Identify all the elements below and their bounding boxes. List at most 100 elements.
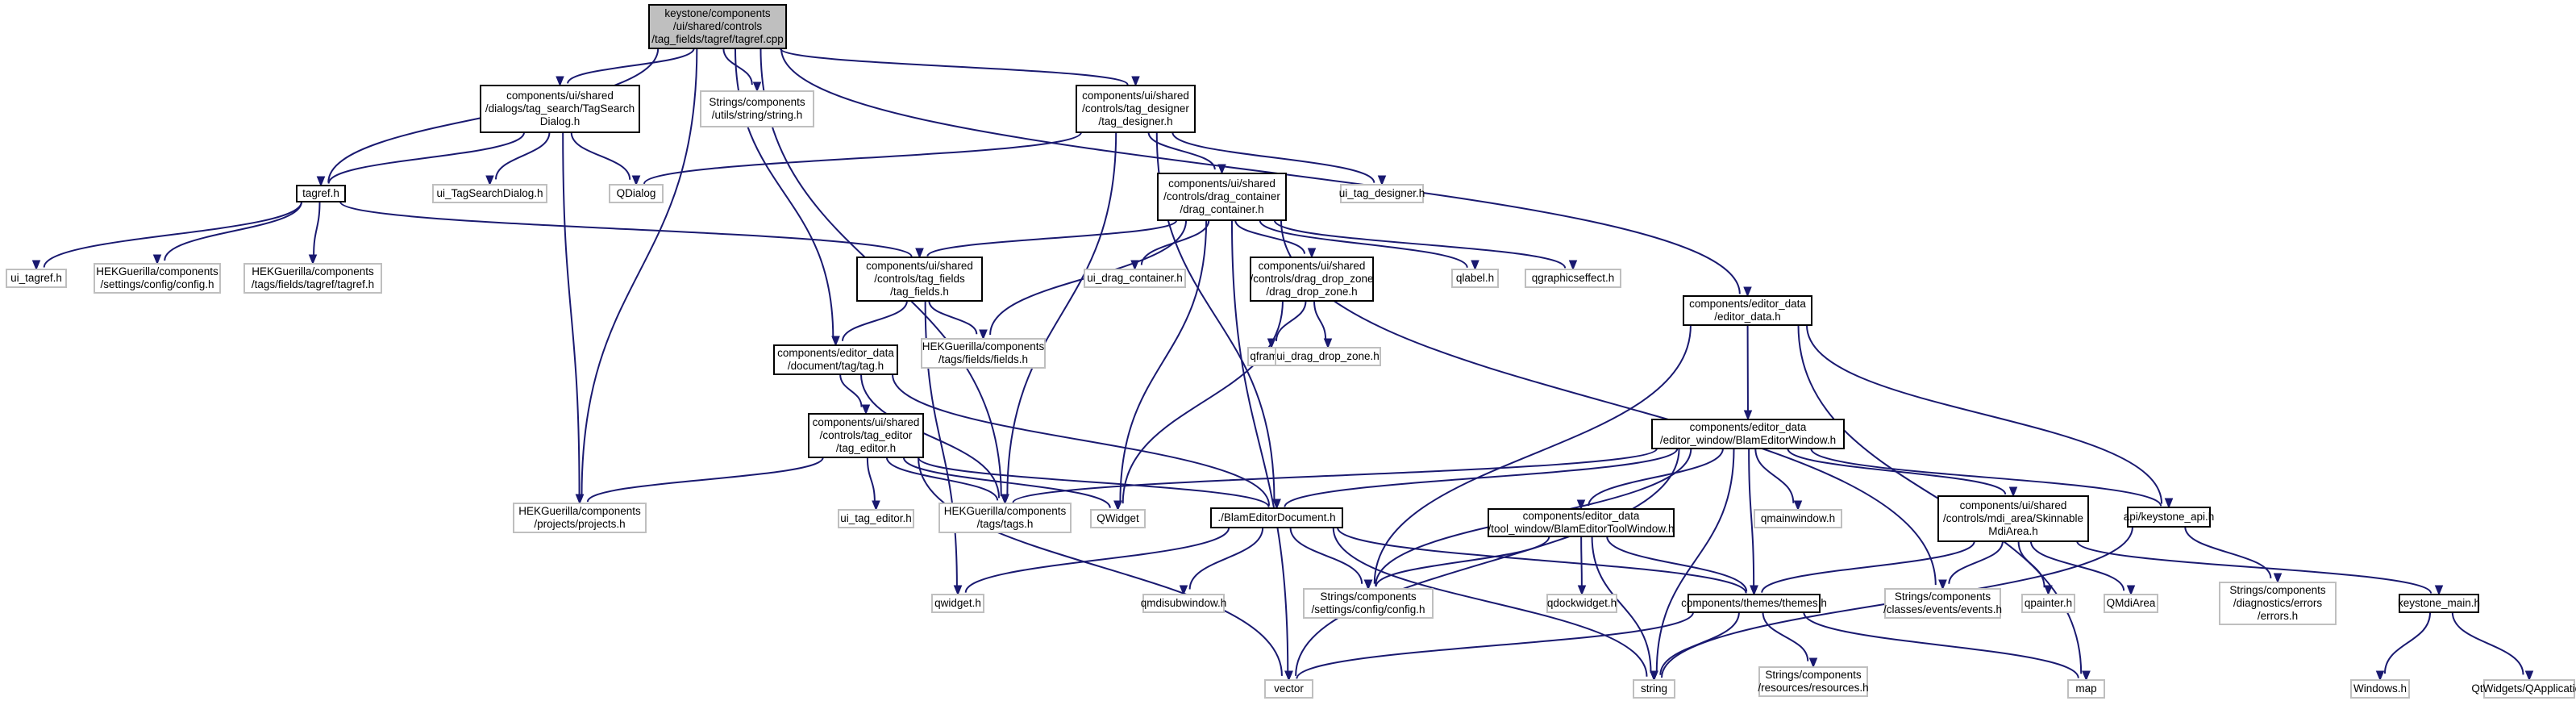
node-dragdropzone[interactable]: components/ui/shared/controls/drag_drop_… (1250, 257, 1374, 302)
arrowhead-tagsearch-to-ui-tagsearch (485, 175, 494, 186)
edge-dragdropzone-to-qframe (1275, 300, 1307, 342)
node-box (480, 85, 640, 133)
node-label-line: qdockwidget.h (1547, 597, 1617, 609)
node-label-line: Strings/components (1765, 669, 1862, 681)
node-box (1688, 594, 1821, 613)
node-label-line: keystone/components (664, 7, 771, 19)
node-box (6, 269, 67, 288)
node-label-line: map (2075, 682, 2096, 695)
arrowhead-editordata-to-blamwindow (1743, 410, 1753, 421)
node-map: map (2067, 679, 2105, 699)
node-box (700, 90, 814, 127)
node-keystone-api[interactable]: api/keystone_api.h (2124, 507, 2215, 528)
node-box (856, 257, 983, 302)
node-themes[interactable]: components/themes/themes.h (1681, 594, 1827, 613)
node-box (2350, 679, 2410, 699)
arrowhead-skinnablemdi-to-qmdiarea (2126, 585, 2136, 596)
edge-keystone-main-to-windows-h (2383, 611, 2432, 674)
node-label-line: ui_drag_container.h (1087, 272, 1183, 284)
edge-tagref-h-to-tagfields (339, 201, 913, 257)
node-box (773, 344, 898, 375)
node-label-line: components/ui/shared (1168, 177, 1276, 190)
edge-tagref-h-to-hek-tagref (313, 201, 321, 257)
edge-blamdoc-to-themes (1337, 527, 1747, 594)
node-strings-events: Strings/components/classes/events/events… (1883, 588, 2002, 619)
node-label-line: components/themes/themes.h (1681, 597, 1827, 609)
arrowhead-tagfields-to-tag-h (831, 336, 840, 347)
node-box (243, 263, 382, 294)
edge-tagref-h-to-ui-tagref (43, 201, 302, 268)
arrowhead-dragcontainer-to-dragdropzone (1307, 248, 1317, 259)
edge-blamwindow-to-themes (1748, 448, 1755, 587)
node-label-line: ui_tag_editor.h (840, 512, 912, 524)
node-label-line: /resources/resources.h (1758, 682, 1868, 694)
edge-themes-to-vector (1296, 611, 1694, 679)
node-tageditor[interactable]: components/ui/shared/controls/tag_editor… (808, 413, 924, 458)
edge-tageditor-to-blamdoc (918, 457, 1270, 508)
node-label-line: /controls/tag_designer (1082, 102, 1189, 115)
edge-dragcontainer-to-dragdropzone (1234, 219, 1305, 254)
edge-dragcontainer-to-ui-dragcontainer (1140, 219, 1210, 265)
node-tagref-h[interactable]: tagref.h (296, 185, 346, 202)
node-label-line: keystone_main.h (2398, 597, 2480, 609)
node-label-line: /tag_fields/tagref/tagref.cpp (651, 33, 784, 45)
edge-root-to-editordata (780, 48, 1741, 294)
node-label-line: /editor_window/BlamEditorWindow.h (1660, 434, 1836, 446)
node-box (1303, 588, 1434, 619)
node-tag-h[interactable]: components/editor_data/document/tag/tag.… (773, 344, 898, 375)
node-label-line: string (1641, 682, 1667, 695)
arrowhead-blamdoc-to-qmdisubwindow (1179, 585, 1188, 596)
node-root[interactable]: keystone/components/ui/shared/controls/t… (648, 4, 787, 49)
node-label-line: HEKGuerilla/components (944, 505, 1067, 517)
node-keystone-main[interactable]: keystone_main.h (2398, 594, 2480, 613)
node-label-line: qgraphicseffect.h (1532, 272, 1615, 284)
node-ui-tagdesigner: ui_tag_designer.h (1339, 184, 1425, 203)
node-box (2399, 594, 2479, 613)
arrowhead-blamwindow-to-blamdoc (1272, 499, 1281, 510)
node-blamdoc[interactable]: ./BlamEditorDocument.h (1210, 507, 1343, 528)
node-box (1340, 184, 1424, 203)
node-qmdiarea: QMdiArea (2104, 594, 2158, 613)
edge-tageditor-to-hek-projects (586, 457, 824, 503)
edge-dragcontainer-to-qgraphicseffect (1273, 219, 1567, 269)
node-label-line: qmdisubwindow.h (1141, 597, 1227, 609)
graph-arrowheads (31, 76, 2534, 682)
node-box (1754, 509, 1842, 528)
edge-tageditor-to-vector (918, 457, 1283, 676)
node-label-line: /utils/string/string.h (712, 109, 803, 121)
node-qapplication: QtWidgets/QApplication (2471, 679, 2576, 699)
arrowhead-dragcontainer-to-qgraphicseffect (1568, 260, 1578, 271)
node-blamwindow[interactable]: components/editor_data/editor_window/Bla… (1651, 419, 1845, 449)
node-label-line: ui_tagref.h (10, 272, 62, 284)
node-tagsearch[interactable]: components/ui/shared/dialogs/tag_search/… (480, 85, 640, 133)
edge-tagdesigner-to-hek-tags (1006, 131, 1117, 496)
node-label-line: components/editor_data (777, 347, 894, 359)
node-box (1084, 269, 1186, 288)
node-skinnablemdi[interactable]: components/ui/shared/controls/mdi_area/S… (1937, 495, 2089, 542)
edge-tag-h-to-blamdoc (892, 373, 1271, 506)
edge-blamwindow-to-vector (1295, 448, 1680, 676)
node-label-line: components/editor_data (1523, 510, 1640, 522)
node-strings-config: Strings/components/settings/config/confi… (1303, 588, 1434, 619)
edge-blamwindow-to-skinnablemdi (1787, 448, 2007, 495)
node-toolwindow[interactable]: components/editor_data/tool_window/BlamE… (1488, 508, 1675, 537)
graph-nodes: keystone/components/ui/shared/controls/t… (6, 4, 2576, 699)
edge-toolwindow-to-themes (1606, 536, 1748, 592)
node-label-line: components/editor_data (1689, 298, 1806, 310)
node-label-line: /controls/mdi_area/Skinnable (1943, 512, 2083, 524)
arrowhead-themes-to-string (1650, 670, 1658, 682)
node-editordata[interactable]: components/editor_data/editor_data.h (1683, 295, 1812, 326)
edge-dragdropzone-to-ui-dragdropzone (1313, 300, 1327, 340)
arrowhead-skinnablemdi-to-strings-events (1938, 579, 1947, 590)
node-box (2219, 582, 2337, 625)
node-box (609, 184, 664, 203)
node-tagdesigner[interactable]: components/ui/shared/controls/tag_design… (1076, 85, 1196, 133)
edge-skinnablemdi-to-strings-events (1948, 540, 2004, 584)
node-box (94, 263, 221, 294)
node-tagfields[interactable]: components/ui/shared/controls/tag_fields… (856, 257, 983, 302)
node-dragcontainer[interactable]: components/ui/shared/controls/drag_conta… (1157, 173, 1287, 221)
arrowhead-root-to-strings-string (752, 81, 762, 93)
node-qwidget-h: qwidget.h (931, 594, 984, 613)
node-label-line: MdiArea.h (1988, 525, 2038, 537)
arrowhead-blamwindow-to-keystone-api (2164, 498, 2174, 509)
